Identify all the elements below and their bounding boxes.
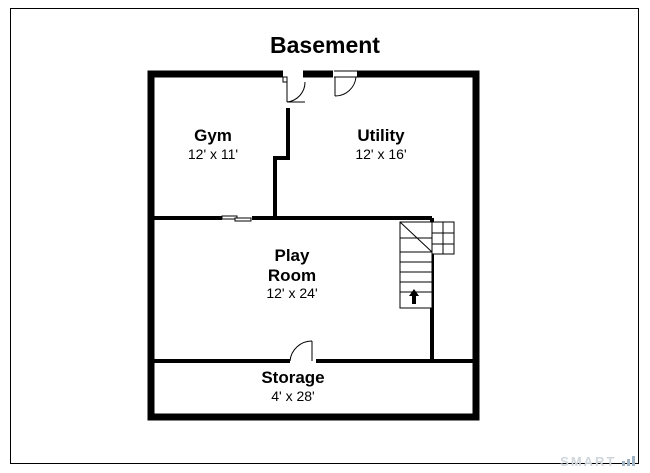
room-storage: Storage 4' x 28' <box>243 368 343 404</box>
room-dimensions: 12' x 11' <box>187 145 239 162</box>
floor-title: Basement <box>270 32 380 58</box>
gym-door-gap <box>283 70 303 78</box>
outer-wall <box>147 70 480 421</box>
door-swing-icon <box>282 76 306 103</box>
room-name-line2: Room <box>267 265 317 285</box>
door-swing-icon <box>289 340 313 362</box>
room-gym: Gym 12' x 11' <box>173 126 253 162</box>
room-dimensions: 4' x 28' <box>271 387 315 404</box>
stairs-up-arrow-icon <box>409 289 419 304</box>
room-utility: Utility 12' x 16' <box>331 126 431 162</box>
door-swing-icon <box>334 70 358 97</box>
page-frame <box>10 8 639 464</box>
staircase <box>399 221 455 309</box>
watermark: SMART <box>560 454 636 469</box>
interior-walls <box>154 108 473 363</box>
room-name: Storage <box>261 368 325 387</box>
watermark-bars-icon <box>622 456 635 466</box>
room-dimensions: 12' x 24' <box>266 285 318 302</box>
room-play-room: Play Room 12' x 24' <box>250 246 334 301</box>
watermark-text: SMART <box>560 454 617 469</box>
front-door-gap <box>333 70 357 78</box>
room-name: Gym <box>194 126 232 145</box>
room-name: Utility <box>357 126 405 145</box>
room-dimensions: 12' x 16' <box>355 145 407 162</box>
sliding-door <box>221 215 252 222</box>
room-name-line1: Play <box>274 246 310 265</box>
